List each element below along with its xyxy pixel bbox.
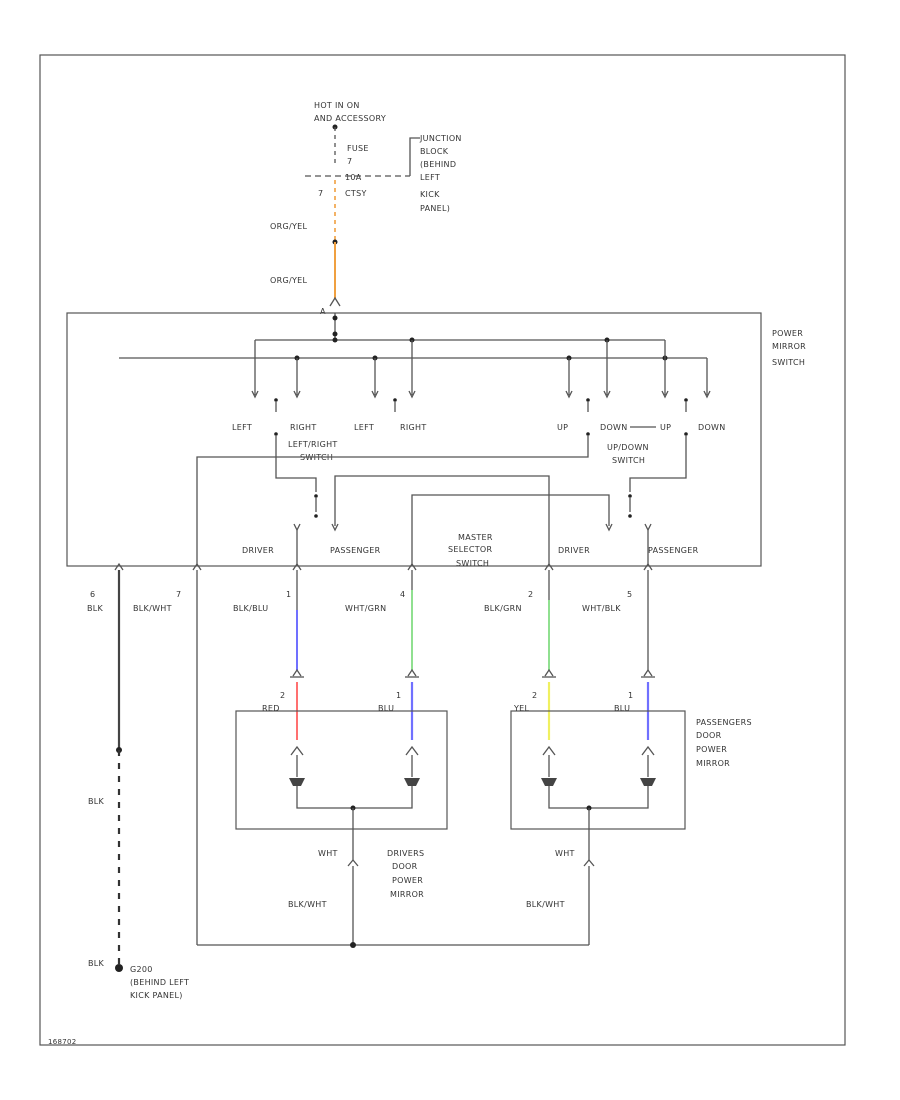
selector-passenger2: PASSENGER bbox=[648, 546, 699, 555]
fuse-pin: 7 bbox=[318, 189, 323, 198]
ud-up2: UP bbox=[660, 423, 671, 432]
selector-name3: SWITCH bbox=[456, 559, 489, 568]
switch-name-line3: SWITCH bbox=[772, 358, 805, 367]
passenger-wire-b: BLU bbox=[614, 704, 630, 713]
ground-name1: G200 bbox=[130, 965, 153, 974]
switch-connectors bbox=[114, 562, 653, 571]
driver-mirror-box bbox=[235, 710, 448, 830]
return-splice-dot bbox=[350, 942, 356, 948]
ud-name2: SWITCH bbox=[612, 456, 645, 465]
pin5-wire: WHT/BLK bbox=[582, 604, 621, 613]
driver-ground-top: WHT bbox=[318, 849, 338, 858]
junction-line1: JUNCTION bbox=[419, 134, 462, 143]
ground-wire-mid: BLK bbox=[88, 797, 105, 806]
switch-moving-contacts bbox=[274, 398, 688, 445]
passenger-label1: PASSENGERS bbox=[696, 718, 752, 727]
driver-label3: POWER bbox=[392, 876, 423, 885]
pin5-num: 5 bbox=[627, 590, 632, 599]
figure-id: 168702 bbox=[48, 1038, 77, 1046]
lr-name1: LEFT/RIGHT bbox=[288, 440, 338, 449]
lr-left: LEFT bbox=[232, 423, 252, 432]
passenger-label2: DOOR bbox=[696, 731, 722, 740]
power-source-line1: HOT IN ON bbox=[314, 101, 360, 110]
selector-passenger1: PASSENGER bbox=[330, 546, 381, 555]
passenger-wire-a: YEL bbox=[513, 704, 530, 713]
ud-down: DOWN bbox=[600, 423, 628, 432]
selector-driver1: DRIVER bbox=[242, 546, 274, 555]
feed-wire-label-bottom: ORG/YEL bbox=[270, 276, 307, 285]
pin6-num: 6 bbox=[90, 590, 95, 599]
selector-driver2: DRIVER bbox=[558, 546, 590, 555]
switch-name-line1: POWER bbox=[772, 329, 803, 338]
pin7-wire: BLK/WHT bbox=[133, 604, 172, 613]
passenger-label4: MIRROR bbox=[696, 759, 730, 768]
pin1-wire: BLK/BLU bbox=[233, 604, 268, 613]
diagram-frame bbox=[39, 54, 846, 1046]
fuse-circuit: CTSY bbox=[345, 189, 367, 198]
pin2-wire: BLK/GRN bbox=[484, 604, 522, 613]
driver-ground-bottom: BLK/WHT bbox=[288, 900, 327, 909]
ground-wire-end: BLK bbox=[88, 959, 105, 968]
passenger-label3: POWER bbox=[696, 745, 727, 754]
driver-pin-a: 2 bbox=[280, 691, 285, 700]
bus-dot-2 bbox=[332, 331, 338, 337]
switch-internal-routing bbox=[196, 445, 687, 566]
driver-ground-connector bbox=[347, 858, 359, 867]
switch-name-line2: MIRROR bbox=[772, 342, 806, 351]
pin1-num: 1 bbox=[286, 590, 291, 599]
passenger-pin-b: 1 bbox=[628, 691, 633, 700]
driver-mirror-motors bbox=[289, 745, 420, 860]
ground-name2: (BEHIND LEFT bbox=[130, 978, 189, 987]
passenger-ground-connector bbox=[583, 858, 595, 867]
ground-point bbox=[115, 964, 123, 972]
passenger-ground-top: WHT bbox=[555, 849, 575, 858]
fuse-label1: FUSE bbox=[347, 144, 369, 153]
power-mirror-switch-box bbox=[66, 312, 762, 567]
driver-wire-a: RED bbox=[262, 704, 280, 713]
ground-name3: KICK PANEL) bbox=[130, 991, 183, 1000]
driver-label1: DRIVERS bbox=[387, 849, 424, 858]
selector-name2: SELECTOR bbox=[448, 545, 493, 554]
feed-connector bbox=[329, 296, 341, 307]
bus-dot-1 bbox=[332, 315, 338, 321]
bus-dot-3 bbox=[332, 337, 338, 343]
lr-right: RIGHT bbox=[290, 423, 317, 432]
junction-line3: (BEHIND bbox=[420, 160, 456, 169]
junction-line5: KICK bbox=[420, 190, 440, 199]
driver-wire-b: BLU bbox=[378, 704, 394, 713]
passenger-mirror-box bbox=[510, 710, 686, 830]
driver-label4: MIRROR bbox=[390, 890, 424, 899]
ud-name1: UP/DOWN bbox=[607, 443, 649, 452]
passenger-pin-a: 2 bbox=[532, 691, 537, 700]
junction-line6: PANEL) bbox=[420, 204, 450, 213]
pin7-num: 7 bbox=[176, 590, 181, 599]
passenger-ground-bottom: BLK/WHT bbox=[526, 900, 565, 909]
switch-pin-a: A bbox=[320, 307, 326, 316]
pin4-num: 4 bbox=[400, 590, 405, 599]
ud-up: UP bbox=[557, 423, 568, 432]
ud-down2: DOWN bbox=[698, 423, 726, 432]
pin2-num: 2 bbox=[528, 590, 533, 599]
power-source-line2: AND ACCESSORY bbox=[314, 114, 386, 123]
junction-line2: BLOCK bbox=[420, 147, 449, 156]
pin4-wire: WHT/GRN bbox=[345, 604, 386, 613]
lr-right2: RIGHT bbox=[400, 423, 427, 432]
lr-left2: LEFT bbox=[354, 423, 374, 432]
driver-pin-b: 1 bbox=[396, 691, 401, 700]
junction-bracket bbox=[409, 137, 420, 176]
selector-name1: MASTER bbox=[458, 533, 493, 542]
pin6-wire: BLK bbox=[87, 604, 104, 613]
junction-line4: LEFT bbox=[420, 173, 440, 182]
mirror-inline-connectors bbox=[290, 668, 655, 678]
switch-contact-drops bbox=[251, 340, 711, 399]
fuse-label2: 7 bbox=[347, 157, 352, 166]
passenger-mirror-motors bbox=[541, 745, 656, 860]
feed-wire-label-top: ORG/YEL bbox=[270, 222, 307, 231]
fuse-rating: 10A bbox=[345, 173, 362, 182]
driver-label2: DOOR bbox=[392, 862, 418, 871]
